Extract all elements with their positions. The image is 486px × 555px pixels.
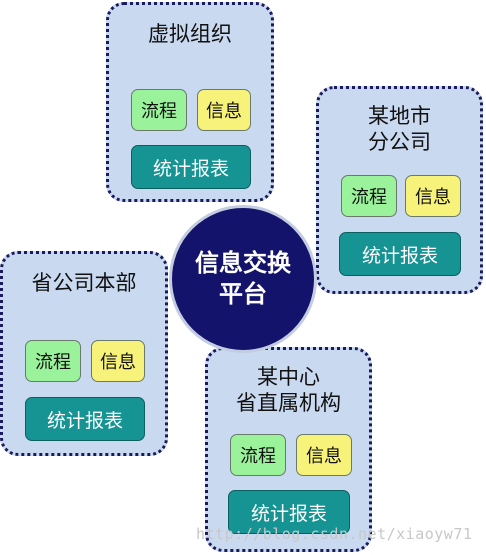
direct-org-report-button: 统计报表	[228, 490, 350, 534]
virtual-org-panel: 虚拟组织 流程 信息 统计报表	[106, 2, 274, 202]
city-branch-title: 某地市 分公司	[368, 104, 431, 154]
virtual-org-flow-chip: 流程	[131, 89, 187, 131]
city-branch-info-chip: 信息	[405, 175, 461, 217]
direct-org-info-chip: 信息	[296, 434, 352, 476]
city-branch-panel: 某地市 分公司 流程 信息 统计报表	[316, 86, 483, 294]
city-branch-flow-chip: 流程	[341, 175, 397, 217]
direct-org-title: 某中心 省直属机构	[236, 365, 341, 415]
virtual-org-info-chip: 信息	[197, 89, 251, 131]
city-branch-report-button: 统计报表	[339, 232, 461, 276]
province-hq-info-chip: 信息	[91, 340, 145, 382]
info-exchange-hub: 信息交换 平台	[169, 205, 317, 353]
virtual-org-title: 虚拟组织	[148, 22, 232, 46]
direct-org-panel: 某中心 省直属机构 流程 信息 统计报表	[205, 347, 372, 552]
province-hq-report-button: 统计报表	[25, 397, 145, 441]
direct-org-flow-chip: 流程	[230, 434, 286, 476]
watermark-url: http://blog.csdn.net/xiaoyw71	[196, 525, 473, 543]
virtual-org-report-button: 统计报表	[131, 145, 251, 189]
province-hq-title: 省公司本部	[31, 271, 137, 295]
province-hq-flow-chip: 流程	[25, 340, 81, 382]
hub-label: 信息交换 平台	[195, 249, 291, 308]
province-hq-panel: 省公司本部 流程 信息 统计报表	[0, 251, 168, 456]
